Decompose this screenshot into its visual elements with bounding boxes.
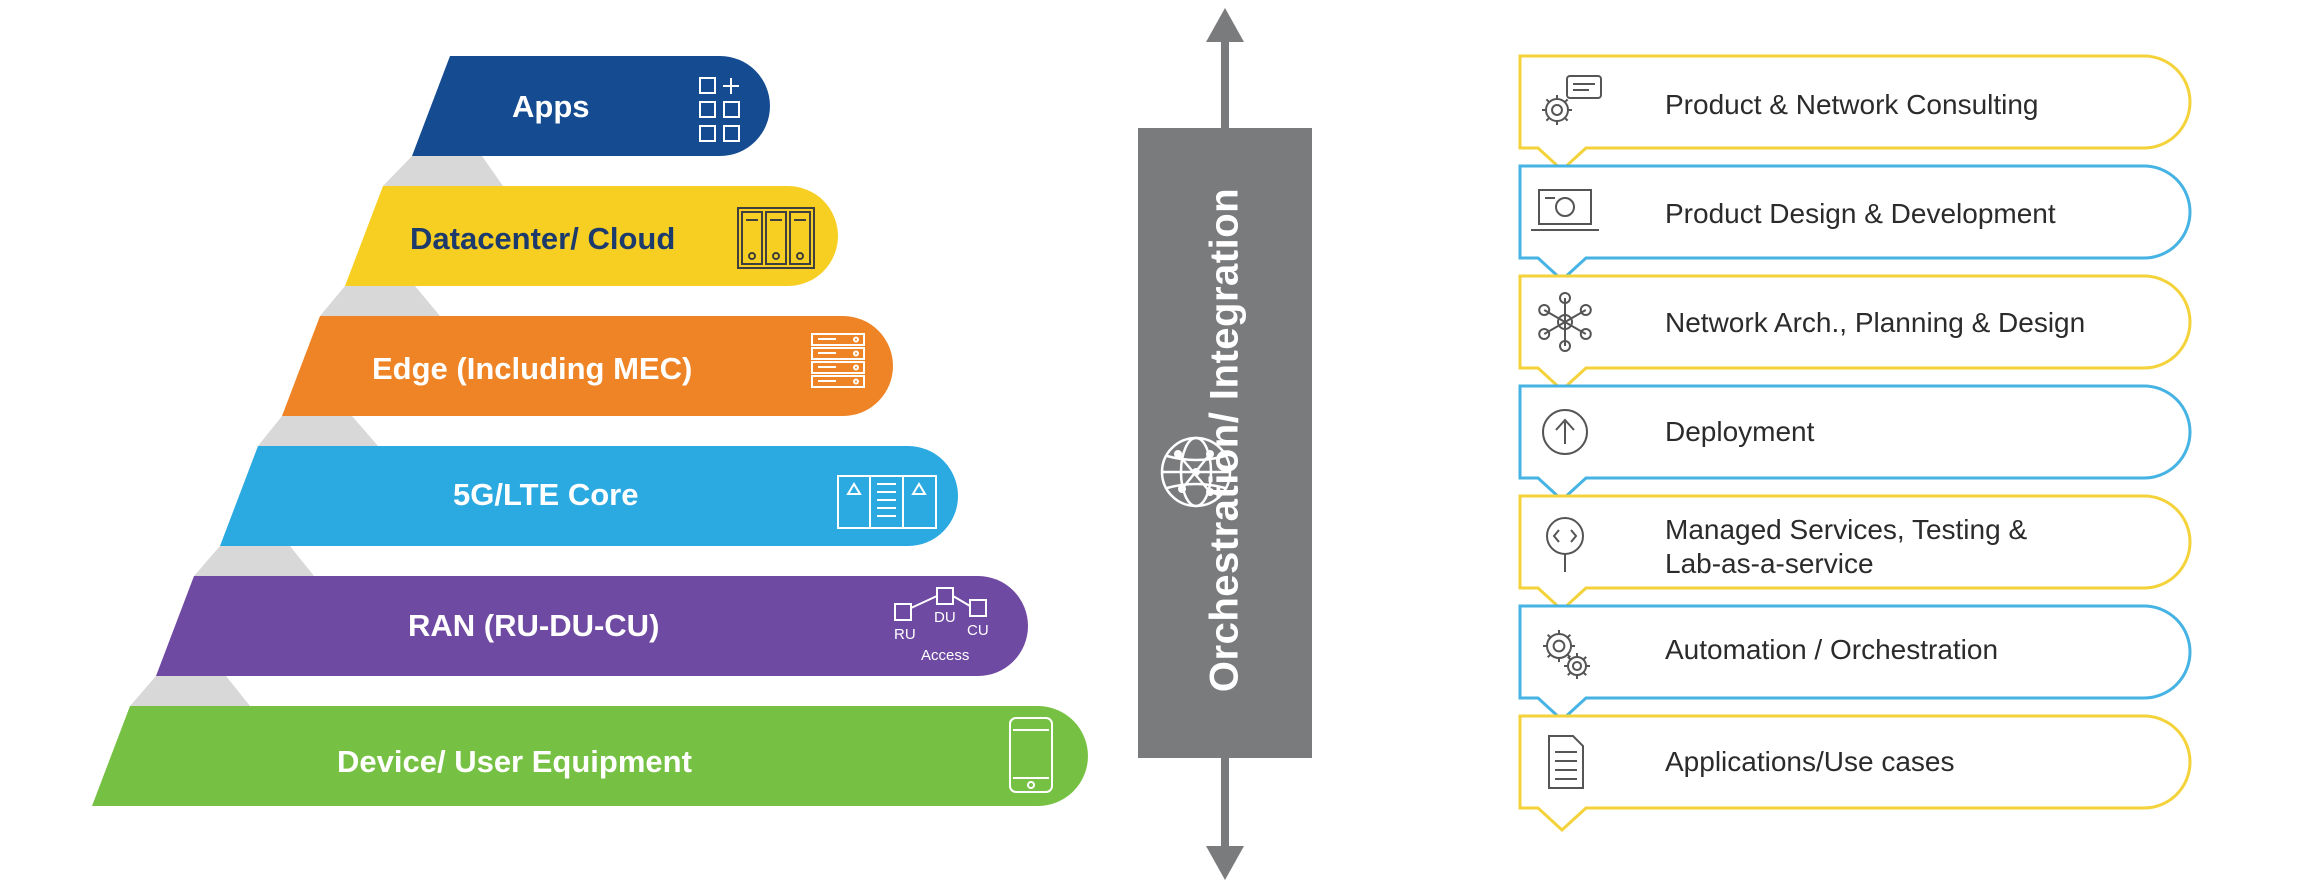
smartphone-icon [1009, 717, 1053, 793]
service-box-3 [1518, 384, 2192, 503]
layer-label-device: Device/ User Equipment [337, 744, 692, 779]
arrow-up-icon [1206, 8, 1244, 42]
layer-shadow [258, 416, 378, 446]
gear-chat-icon [1542, 75, 1602, 125]
service-label-network-arch: Network Arch., Planning & Design [1665, 307, 2086, 338]
core-network-icon [837, 475, 937, 529]
layer-shadow [320, 286, 440, 316]
ran-icon-du: DU [934, 609, 956, 626]
layer-stack [92, 56, 1088, 806]
network-hexagon-icon [1538, 292, 1592, 352]
ran-icon-access: Access [921, 647, 970, 664]
layer-shadow [130, 676, 250, 706]
service-label-consulting: Product & Network Consulting [1665, 89, 2039, 120]
deploy-upload-icon [1542, 409, 1588, 455]
service-box-2 [1518, 274, 2192, 393]
service-label-design-dev: Product Design & Development [1665, 198, 2056, 229]
layer-label-datacenter: Datacenter/ Cloud [410, 221, 676, 256]
service-label-deployment: Deployment [1665, 416, 1815, 447]
layer-shape-device [92, 706, 1088, 806]
gears-icon [1543, 630, 1590, 679]
globe-network-icon [1160, 436, 1232, 508]
service-label-managed: Managed Services, Testing & [1665, 514, 2028, 545]
code-magnifier-icon [1546, 517, 1584, 572]
service-box-1 [1518, 164, 2192, 283]
service-label-automation: Automation / Orchestration [1665, 634, 1999, 665]
layer-label-core: 5G/LTE Core [453, 477, 639, 512]
ran-topology-icon [894, 587, 987, 621]
layer-label-apps: Apps [512, 89, 590, 124]
service-label-applications: Applications/Use cases [1665, 746, 1955, 777]
arrow-down-icon [1206, 846, 1244, 880]
server-rack-icon [737, 207, 815, 269]
layer-shape-core [220, 446, 958, 546]
document-icon [1548, 735, 1584, 789]
laptop-design-icon [1531, 189, 1599, 231]
layer-shape-apps [412, 56, 770, 156]
layer-shadow [194, 546, 314, 576]
service-box-4 [1518, 494, 2192, 613]
layer-shape-datacenter [345, 186, 838, 286]
layer-shape-edge [282, 316, 893, 416]
orchestration-bar [1138, 128, 1312, 758]
double-arrow [1206, 8, 1244, 880]
ran-icon-ru: RU [894, 626, 916, 643]
service-box-0 [1518, 54, 2192, 173]
ran-icon-cu: CU [967, 622, 989, 639]
layer-label-ran: RAN (RU-DU-CU) [408, 608, 660, 643]
service-box-6 [1518, 714, 2192, 833]
service-box-5 [1518, 604, 2192, 723]
layer-shape-ran [156, 576, 1028, 676]
service-label-managed-line2: Lab-as-a-service [1665, 548, 1874, 579]
layer-shadow [383, 156, 503, 186]
apps-grid-icon [699, 77, 740, 142]
layer-label-edge: Edge (Including MEC) [372, 351, 693, 386]
server-units-icon [811, 333, 865, 388]
